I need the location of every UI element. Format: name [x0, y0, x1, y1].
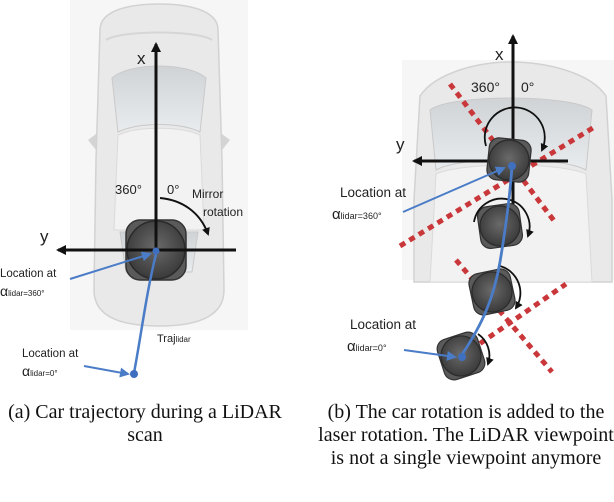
trajectory-start-point-a — [130, 370, 138, 378]
alpha-label-a-0: αlidar=0° — [22, 363, 58, 379]
angle-0-label-a: 0° — [167, 182, 179, 197]
trajectory-end-point-a — [152, 247, 160, 255]
y-axis-label-a: y — [40, 227, 49, 246]
location-label-b-360: Location at — [340, 185, 406, 200]
caption-b: (b) The car rotation is added to the las… — [318, 401, 614, 469]
lidar-sensor-b-2 — [476, 202, 524, 250]
rotation-label-a: rotation — [203, 205, 243, 219]
panel-b: x y 360° 0° Location at αlidar=360° Loca… — [332, 34, 614, 381]
location-label-a-0: Location at — [22, 348, 79, 360]
angle-360-label-a: 360° — [115, 182, 142, 197]
location-label-b-0: Location at — [350, 317, 416, 332]
mirror-label-a: Mirror — [192, 187, 223, 201]
pointer-arrow-b-360 — [402, 166, 506, 213]
caption-a: (a) Car trajectory during a LiDAR scan — [8, 401, 282, 446]
rotation-arc-b-4 — [477, 333, 494, 366]
alpha-label-b-360: αlidar=360° — [332, 206, 382, 223]
x-axis-label-b: x — [495, 45, 504, 64]
dashed-line-b-2 — [398, 123, 598, 249]
trajectory-start-point-b — [458, 353, 466, 361]
rotation-arc-b-1 — [483, 106, 549, 152]
mirror-rotation-arc-a — [159, 197, 210, 236]
dashed-line-b-1 — [448, 82, 557, 224]
angle-360-label-b: 360° — [471, 79, 500, 95]
alpha-label-a-360: αlidar=360° — [0, 283, 44, 299]
trajectory-line-a — [132, 253, 158, 374]
lidar-sensor-b-1 — [486, 137, 532, 183]
rotation-arc-b-3 — [499, 265, 523, 310]
alpha-label-b-0: αlidar=0° — [347, 338, 387, 355]
panel-a: x y 360° 0° Mirror rotation Location at … — [0, 0, 248, 379]
trajectory-line-b — [459, 165, 514, 357]
angle-0-label-b: 0° — [521, 79, 534, 95]
pointer-arrow-a-0 — [83, 365, 130, 378]
trajectory-end-point-b — [508, 162, 516, 170]
pointer-arrow-a-360 — [69, 251, 152, 280]
traj-label-a: Trajlidar — [157, 333, 191, 345]
pointer-arrow-b-0 — [403, 349, 457, 361]
location-label-a-360: Location at — [0, 268, 57, 280]
x-axis-label-a: x — [137, 49, 146, 68]
y-axis-label-b: y — [396, 135, 405, 154]
